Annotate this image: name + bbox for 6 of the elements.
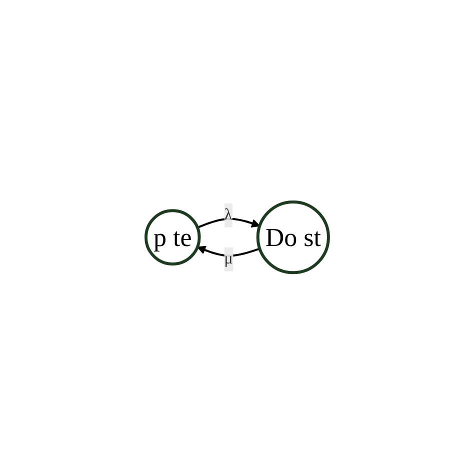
arrow (196, 246, 260, 256)
node-circle: Do st (256, 200, 330, 274)
edge-label: λ (224, 206, 232, 224)
edge-label: μ (224, 250, 233, 267)
node-circle: p te (144, 208, 201, 266)
arrow (196, 218, 260, 228)
